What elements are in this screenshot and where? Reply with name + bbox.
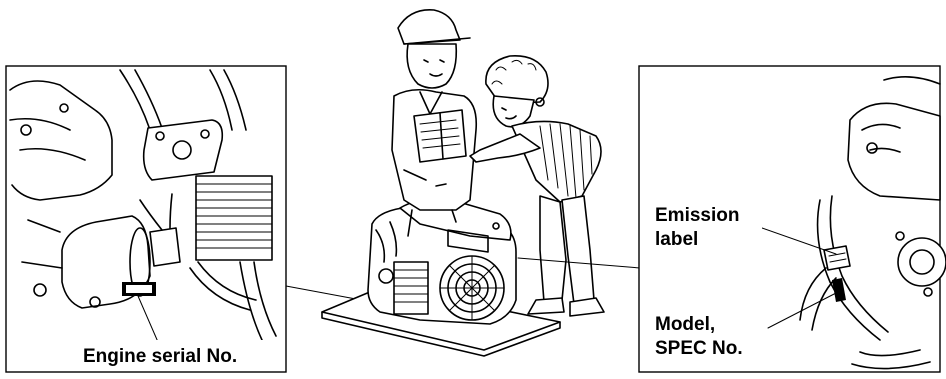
right-circular-part [898,238,946,286]
operator-torso [512,121,601,202]
left-fuel-pump [150,228,180,266]
operator-leg-left [540,196,566,302]
right-engine-housing [848,103,940,200]
mechanic-cap [398,10,460,44]
emission-label-text-1: Emission [655,205,739,226]
mechanic-figure [392,10,476,236]
operator-shoe-right [570,298,604,316]
left-bracket [144,120,223,180]
engine-serial-label: Engine serial No. [83,346,237,367]
operator-shoe-left [528,298,564,314]
center-scene [322,10,604,356]
emission-label-plate [824,246,850,270]
model-spec-text-1: Model, [655,314,715,335]
model-spec-text-2: SPEC No. [655,338,743,359]
left-detail-panel [6,66,286,372]
left-oil-cooler [196,176,272,260]
emission-label-text-2: label [655,229,698,250]
mechanic-head [407,44,456,88]
operator-leg-right [562,196,594,304]
